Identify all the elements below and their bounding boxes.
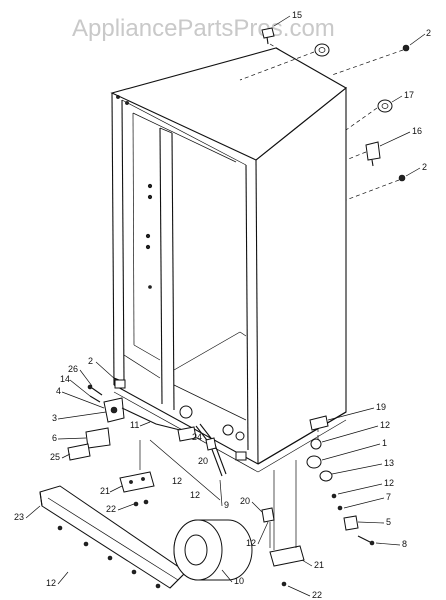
- callout-2-left: 2: [88, 356, 93, 366]
- top-right-parts: [239, 27, 410, 201]
- callout-17: 17: [404, 90, 414, 100]
- callout-12-r2: 12: [384, 478, 394, 488]
- callout-labels: 15 2 17 16 2 2 26 14 4 3 6 25 11 24 20 9…: [14, 10, 431, 600]
- callout-12-mid: 12: [190, 490, 200, 500]
- callout-6: 6: [52, 433, 57, 443]
- callout-2-top: 2: [426, 28, 431, 38]
- callout-15: 15: [292, 10, 302, 20]
- callout-2-right: 2: [422, 162, 427, 172]
- callout-24: 24: [192, 432, 202, 442]
- callout-5: 5: [386, 517, 391, 527]
- screw-part-2-right: [398, 174, 406, 182]
- bushing-part: [314, 43, 330, 57]
- callout-12-center: 12: [172, 476, 182, 486]
- callout-1: 1: [382, 438, 387, 448]
- callout-21-right: 21: [314, 560, 324, 570]
- tape-roll-part-10: [173, 519, 253, 581]
- watermark-text: AppliancePartsPros.com: [72, 15, 335, 42]
- callout-16: 16: [412, 126, 422, 136]
- bushing-part-17: [377, 99, 393, 113]
- callout-22-right: 22: [312, 590, 322, 600]
- callout-21-left: 21: [100, 486, 110, 496]
- callout-3: 3: [52, 413, 57, 423]
- callout-7: 7: [386, 492, 391, 502]
- rear-roller-assembly: [261, 415, 375, 587]
- callout-8: 8: [402, 539, 407, 549]
- callout-20-left: 20: [198, 456, 208, 466]
- callout-4: 4: [56, 386, 61, 396]
- callout-12-lower: 12: [46, 578, 56, 588]
- callout-12-r1: 12: [380, 420, 390, 430]
- callout-9: 9: [224, 500, 229, 510]
- screw-part-2-top: [402, 44, 410, 52]
- hinge-bracket-part-16: [365, 141, 381, 167]
- callout-23: 23: [14, 512, 24, 522]
- callout-14: 14: [60, 374, 70, 384]
- callout-20-right: 20: [240, 496, 250, 506]
- callout-26: 26: [68, 364, 78, 374]
- front-roller-assembly: [67, 384, 245, 507]
- refrigerator-cabinet: [110, 47, 347, 473]
- callout-12-right: 12: [246, 538, 256, 548]
- callout-11: 11: [130, 420, 139, 430]
- hinge-pin-part-15: [261, 27, 275, 45]
- callout-13: 13: [384, 458, 394, 468]
- callout-10: 10: [234, 576, 244, 586]
- callout-19: 19: [376, 402, 386, 412]
- callout-22-left: 22: [106, 504, 116, 514]
- callout-25: 25: [50, 452, 60, 462]
- kick-plate-part-23: [39, 485, 187, 589]
